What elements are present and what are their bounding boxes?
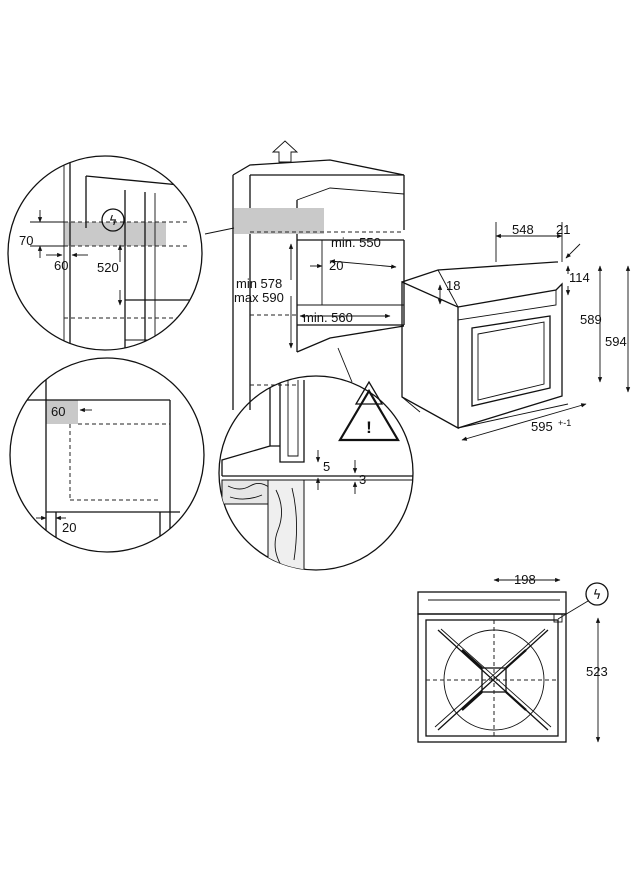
dim-18-label: 18 <box>446 278 460 293</box>
dim-523-label: 523 <box>586 664 608 679</box>
dim-5-label: 5 <box>323 459 330 474</box>
detail-circle-top: ϟ 70 60 520 <box>7 155 203 351</box>
dim-60-top-label: 60 <box>54 258 68 273</box>
dim-20-cabinet-label: 20 <box>329 258 343 273</box>
dim-min560-label: min. 560 <box>303 310 353 325</box>
detail-circle-floor: ! 5 3 <box>218 375 414 571</box>
detail-circle-bottom: 60 20 <box>9 357 205 553</box>
dim-520-label: 520 <box>97 260 119 275</box>
dim-198-label: 198 <box>514 572 536 587</box>
oven-drawing: 548 21 114 18 589 594 595 +-1 <box>401 222 631 441</box>
electric-icon-circle <box>101 208 125 232</box>
dim-max590-label: max 590 <box>234 290 284 305</box>
dim-595-tolerance: +-1 <box>558 418 571 428</box>
warning-icon: ! <box>366 418 372 437</box>
electric-icon-circle-2 <box>585 582 609 606</box>
dim-min550-label: min. 550 <box>331 235 381 250</box>
electric-icon-2: ϟ <box>593 588 602 603</box>
up-arrow-icon <box>271 140 299 163</box>
dim-548-label: 548 <box>512 222 534 237</box>
dim-595-label: 595 <box>531 419 553 434</box>
dim-21-label: 21 <box>556 222 570 237</box>
dim-3-label: 3 <box>359 472 366 487</box>
dim-min578-label: min 578 <box>236 276 282 291</box>
dim-594-label: 594 <box>605 334 627 349</box>
warning-triangle-icon <box>338 388 400 442</box>
electric-icon: ϟ <box>109 214 118 229</box>
top-view-drawing: 198 ϟ 523 <box>417 572 609 743</box>
dim-114-label: 114 <box>569 270 590 285</box>
dim-70-label: 70 <box>19 233 33 248</box>
dim-20-left-label: 20 <box>62 520 76 535</box>
dim-589-label: 589 <box>580 312 602 327</box>
cabinet-drawing: min. 550 20 min 578 max 590 min. 560 <box>204 140 405 410</box>
dim-60-box-label: 60 <box>51 404 65 419</box>
